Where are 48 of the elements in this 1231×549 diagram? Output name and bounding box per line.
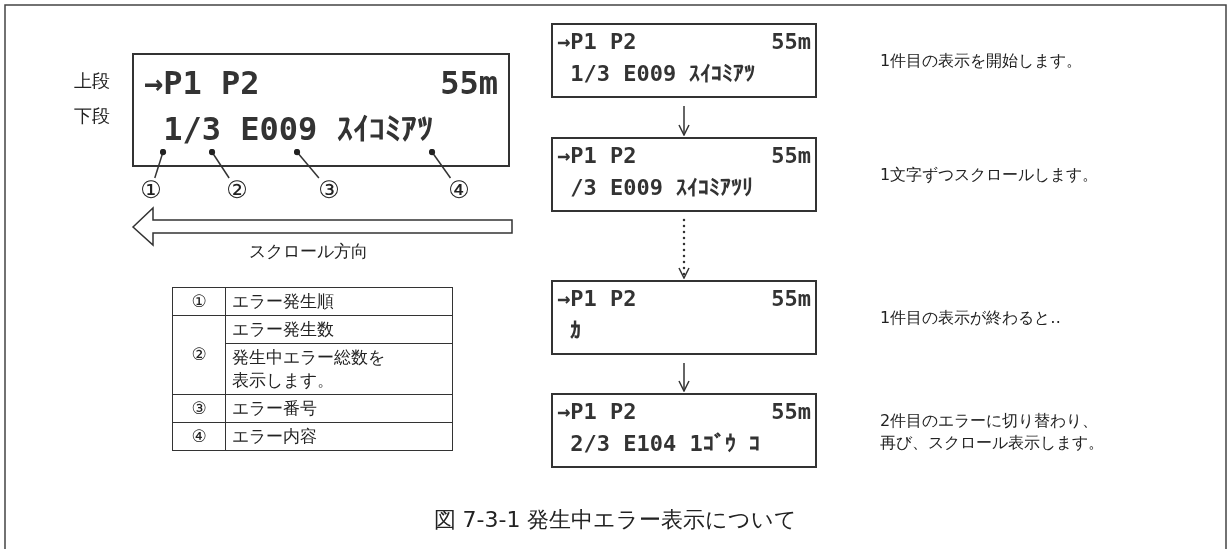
lcd-display — [551, 23, 817, 98]
lcd-text: 55m — [771, 401, 811, 423]
figure-caption: 図 7-3-1 発生中エラー表示について — [432, 506, 799, 534]
direction-label: スクロール方向 — [249, 240, 368, 263]
lcd-display — [551, 137, 817, 212]
table-text: エラー発生順 — [225, 287, 453, 316]
leader-line — [293, 148, 320, 179]
lcd-display — [132, 53, 510, 167]
lcd-text: →P1 P2 — [144, 67, 260, 99]
callout-number: ③ — [316, 178, 342, 202]
table-text: エラー内容 — [225, 422, 453, 451]
callout-number: ③ — [172, 394, 226, 423]
callout-number: ④ — [446, 178, 472, 202]
callout-number: ① — [172, 287, 226, 316]
lcd-text: 2/3 E104 1ｺﾞｳ ｺ — [570, 433, 760, 455]
row-label: 上段 — [74, 69, 110, 93]
leader-line — [154, 148, 167, 179]
lcd-text: ｶ — [570, 320, 582, 342]
callout-number: ① — [138, 178, 164, 202]
step-description: 1件目の表示が終わると‥ — [880, 307, 1062, 329]
callout-number: ④ — [172, 422, 226, 451]
lcd-text: →P1 P2 — [557, 145, 637, 167]
lcd-display — [551, 393, 817, 468]
lcd-text: 1/3 E009 ｽｲｺﾐｱﾂ — [163, 113, 433, 145]
lcd-text: /3 E009 ｽｲｺﾐｱﾂﾘ — [570, 177, 754, 199]
lcd-text: 55m — [440, 67, 498, 99]
step-description: 1文字ずつスクロールします。 — [880, 164, 1100, 186]
lcd-text: 1/3 E009 ｽｲｺﾐｱﾂ — [570, 63, 756, 85]
table-text: エラー番号 — [225, 394, 453, 423]
leader-line — [428, 148, 452, 179]
arrow — [678, 105, 690, 136]
arrow — [678, 362, 690, 392]
lcd-text: →P1 P2 — [557, 288, 637, 310]
callout-number: ② — [224, 178, 250, 202]
step-description: 1件目の表示を開始します。 — [880, 50, 1084, 72]
arrow — [678, 218, 690, 280]
table-text: 発生中エラー総数を表示します。 — [225, 343, 453, 395]
step-description: 2件目のエラーに切り替わり、再び、スクロール表示します。 — [880, 410, 1105, 454]
lcd-text: 55m — [771, 145, 811, 167]
row-label: 下段 — [74, 104, 110, 128]
table-text: エラー発生数 — [225, 315, 453, 344]
lcd-text: →P1 P2 — [557, 31, 637, 53]
lcd-text: 55m — [771, 31, 811, 53]
leader-line — [208, 148, 230, 179]
lcd-display — [551, 280, 817, 355]
lcd-text: 55m — [771, 288, 811, 310]
lcd-text: →P1 P2 — [557, 401, 637, 423]
callout-number: ② — [172, 315, 226, 395]
